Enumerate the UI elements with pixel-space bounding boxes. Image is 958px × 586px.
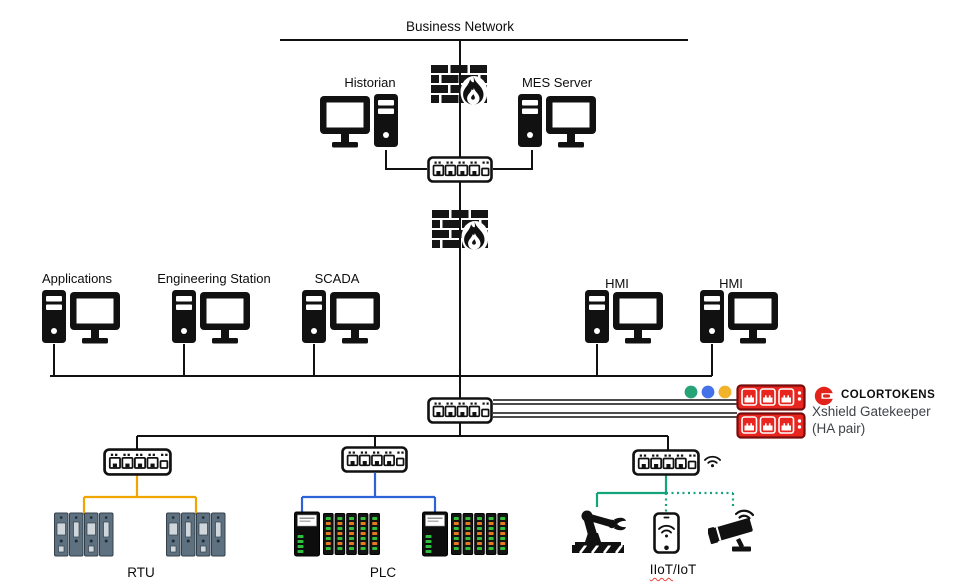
mes-server-label: MES Server (521, 75, 593, 90)
gatekeeper-links (493, 399, 737, 418)
rtu-rack-icon-2 (166, 512, 226, 557)
firewall-icon-upper (431, 65, 489, 109)
business-switch-icon (427, 156, 493, 183)
rtu-switch-icon (103, 448, 172, 476)
business-switch-links (385, 150, 533, 170)
applications-label: Applications (41, 271, 113, 286)
scada-label: SCADA (314, 271, 360, 286)
rtu-rack-icon-1 (54, 512, 114, 557)
gatekeeper-product-label: Xshield Gatekeeper (812, 404, 931, 419)
rtu-link-lines (82, 475, 198, 515)
hmi-left-label: HMI (605, 276, 629, 291)
wifi-icon (703, 452, 722, 468)
status-dot-blue (701, 385, 715, 399)
plc-link-lines (300, 473, 437, 514)
plc-switch-icon (341, 446, 408, 473)
plc-label: PLC (369, 565, 397, 580)
mes-server-workstation-icon (516, 92, 598, 154)
cctv-camera-icon (708, 503, 764, 553)
plc-rack-icon-1 (294, 511, 382, 557)
status-dot-yellow (718, 385, 732, 399)
iiot-label: IIoT/IoT (623, 562, 723, 577)
iiot-label-part2: IoT (676, 562, 697, 577)
iiot-link-lines-dotted (664, 491, 735, 513)
gatekeeper-appliance-1 (736, 384, 806, 411)
hmi-left-workstation-icon (583, 288, 665, 350)
ot-bus-line (50, 344, 713, 377)
gatekeeper-appliance-2 (736, 412, 806, 439)
smartphone-icon (653, 512, 680, 554)
hmi-right-label: HMI (719, 276, 743, 291)
hmi-right-workstation-icon (698, 288, 780, 350)
gatekeeper-ha-label: (HA pair) (812, 421, 866, 436)
iiot-label-sep: / (672, 562, 677, 577)
status-dots (684, 385, 732, 399)
engineering-station-label: Engineering Station (157, 271, 271, 286)
engineering-station-workstation-icon (170, 288, 252, 350)
firewall-icon-lower (432, 210, 490, 254)
plc-rack-icon-2 (422, 511, 510, 557)
historian-label: Historian (344, 75, 396, 90)
iiot-label-part1: IIoT (649, 562, 673, 577)
rtu-label: RTU (127, 565, 155, 580)
iiot-switch-icon (632, 449, 700, 476)
applications-workstation-icon (40, 288, 122, 350)
iiot-link-lines-solid (595, 475, 668, 507)
colortokens-logo-icon (814, 386, 834, 406)
colortokens-brand-name: COLORTOKENS (841, 389, 936, 401)
robot-arm-icon (571, 504, 629, 554)
business-network-label: Business Network (405, 19, 515, 34)
distribution-line (136, 435, 669, 451)
scada-workstation-icon (300, 288, 382, 350)
ot-core-switch-icon (427, 397, 493, 424)
status-dot-green (684, 385, 698, 399)
historian-workstation-icon (318, 92, 400, 154)
